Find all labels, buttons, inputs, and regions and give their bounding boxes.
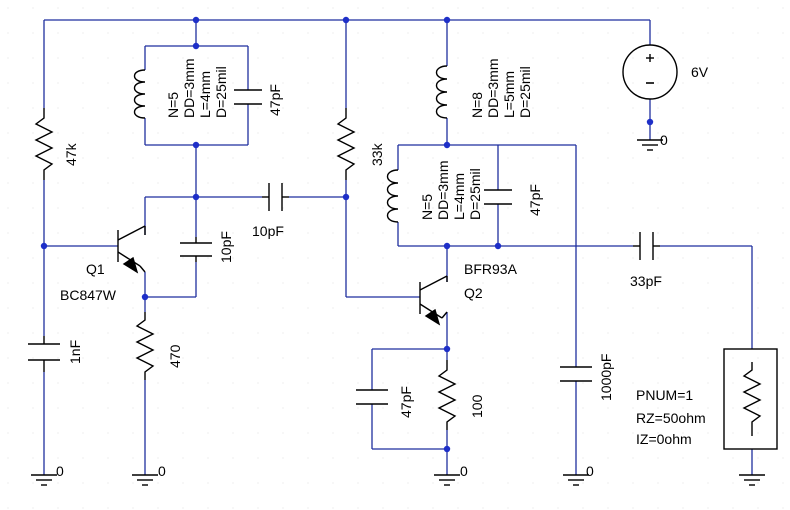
label-q2-part: BFR93A <box>464 261 518 277</box>
l1-l: L=4mm <box>197 71 213 118</box>
junctions <box>40 16 654 453</box>
capacitor-47pF-emitter <box>356 389 388 405</box>
l2-d: D=25mil <box>517 66 533 118</box>
resistor-33k <box>336 108 356 180</box>
ground-symbol <box>132 474 158 486</box>
transistor-q2 <box>419 275 448 326</box>
capacitor-33pF <box>633 232 660 260</box>
grounds <box>31 139 765 486</box>
label-q2: Q2 <box>464 285 483 301</box>
label-100: 100 <box>469 394 485 418</box>
label-1nF: 1nF <box>67 340 83 364</box>
port-rz: RZ=50ohm <box>636 410 706 426</box>
resistor-470 <box>135 312 155 380</box>
ground-symbol <box>637 139 663 151</box>
inductor-tank2 <box>386 169 399 223</box>
label-47pF-emitter: 47pF <box>398 386 414 418</box>
labels: 47k 33k 470 100 1nF 10pF 10pF 47pF 47pF … <box>56 58 709 479</box>
resistor-100 <box>437 360 457 430</box>
label-47pF-tank2: 47pF <box>527 184 543 216</box>
label-10pF-q1: 10pF <box>218 231 234 263</box>
label-6v: 6V <box>691 64 709 80</box>
port-iz: IZ=0ohm <box>636 431 692 447</box>
ground-symbol <box>434 474 460 486</box>
ground-symbol <box>31 474 57 486</box>
l3-n: N=5 <box>419 194 435 220</box>
capacitor-10pF-q1 <box>180 237 212 262</box>
l3-dd: DD=3mm <box>435 160 451 220</box>
port-box <box>723 348 778 450</box>
capacitor-1nF <box>28 336 60 372</box>
l1-dd: DD=3mm <box>181 58 197 118</box>
capacitor-1000pF <box>560 366 592 382</box>
label-47pF-tank1: 47pF <box>267 84 283 116</box>
label-47k: 47k <box>63 142 79 166</box>
port-pnum: PNUM=1 <box>636 387 693 403</box>
transistor-q1 <box>117 225 146 274</box>
gnd-label-4: 0 <box>586 463 594 479</box>
resistor-47k <box>34 108 54 180</box>
gnd-label-2: 0 <box>158 463 166 479</box>
l1-n: N=5 <box>165 92 181 118</box>
label-10pF-coupling: 10pF <box>252 223 284 239</box>
l2-l: L=5mm <box>501 71 517 118</box>
l3-d: D=25mil <box>467 168 483 220</box>
label-33pF: 33pF <box>630 273 662 289</box>
inductor-top-right <box>435 65 448 119</box>
label-q1-part: BC847W <box>60 287 117 303</box>
grid <box>7 7 784 509</box>
gnd-label-1: 0 <box>56 463 64 479</box>
l1-d: D=25mil <box>213 66 229 118</box>
capacitor-10pF-coupling <box>262 183 289 211</box>
inductor-tank1 <box>133 69 146 119</box>
l3-l: L=4mm <box>451 173 467 220</box>
label-1000pF: 1000pF <box>598 354 614 401</box>
capacitor-47pF-tank2 <box>484 189 512 205</box>
gnd-label-5: 0 <box>660 132 668 148</box>
ground-symbol <box>739 474 765 486</box>
gnd-label-3: 0 <box>460 463 468 479</box>
l2-dd: DD=3mm <box>485 58 501 118</box>
label-33k: 33k <box>369 142 385 166</box>
voltage-source-6v <box>622 44 678 100</box>
label-q1: Q1 <box>86 261 105 277</box>
ground-symbol <box>563 474 589 486</box>
label-470: 470 <box>167 344 183 368</box>
capacitor-47pF-tank1 <box>234 89 262 105</box>
l2-n: N=8 <box>469 92 485 118</box>
